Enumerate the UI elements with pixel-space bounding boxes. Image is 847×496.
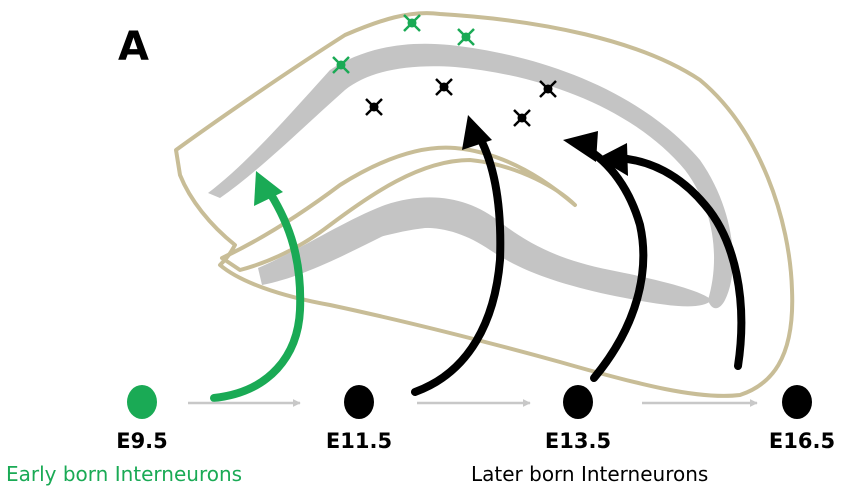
black-cell-marker xyxy=(435,78,453,96)
stage-label-e13-5: E13.5 xyxy=(545,429,611,453)
migration-arrow-green xyxy=(210,171,305,402)
stage-dot-e13-5 xyxy=(563,385,593,419)
migration-arrow-black xyxy=(598,143,746,370)
migration-arrow-black xyxy=(411,115,505,396)
migration-arrow-black xyxy=(563,131,648,382)
stage-dot-e9-5 xyxy=(127,385,157,419)
green-cell-marker xyxy=(457,28,475,46)
black-cell-marker xyxy=(365,98,383,116)
stage-dot-e16-5 xyxy=(782,385,812,419)
stage-dot-e11-5 xyxy=(344,385,374,419)
black-cell-marker xyxy=(513,109,531,127)
early-born-label: Early born Interneurons xyxy=(6,462,242,486)
stage-label-e11-5: E11.5 xyxy=(326,429,392,453)
green-cell-marker xyxy=(403,14,421,32)
dentate-outline xyxy=(220,145,577,272)
panel-letter: A xyxy=(118,24,149,70)
granule-layer xyxy=(320,212,490,252)
black-cell-marker xyxy=(539,80,557,98)
stage-label-e16-5: E16.5 xyxy=(769,429,835,453)
later-born-label: Later born Interneurons xyxy=(471,462,708,486)
stage-label-e9-5: E9.5 xyxy=(116,429,168,453)
green-cell-marker xyxy=(332,56,350,74)
